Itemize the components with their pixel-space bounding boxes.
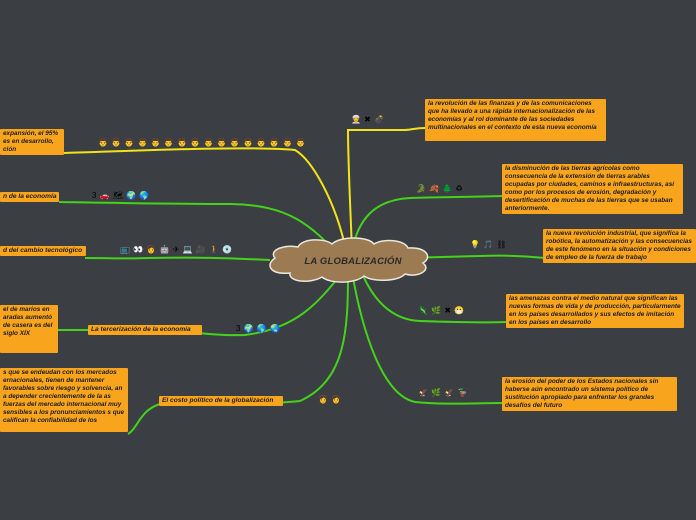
tertiary-icons: 3 🌍 🌎 🌏 (236, 324, 281, 333)
connector-agriculture (351, 195, 503, 251)
node-environment-threats[interactable]: las amenazas contra el medio natural que… (506, 294, 684, 328)
economy-icons: 3 🚗 🗺 🌍 🌎 (92, 191, 150, 200)
political-cost-icons: 👩 👩 (318, 395, 342, 404)
technology-icons: 📺 👀 👩 🤖 ✈ 💻 🎥 🚶 💿 (120, 245, 233, 254)
connector-economy (58, 201, 341, 257)
connector-technology (84, 256, 271, 261)
node-agricultural-land[interactable]: la disminución de las tierras agrícolas … (502, 164, 683, 214)
connector-political-cost (127, 271, 349, 435)
connector-environment (359, 267, 507, 324)
node-economy[interactable]: n de la economía (0, 192, 59, 202)
industry-icons: 💡 🎵 ⛓ (470, 240, 508, 249)
node-technology[interactable]: d del cambio tecnológico (0, 246, 86, 256)
connector-finance (346, 127, 426, 251)
connector-expansion (63, 147, 347, 251)
node-industrial-revolution[interactable]: la nueva revolución industrial, que sign… (543, 229, 696, 263)
node-tertiary-detail[interactable]: el de marios en aradas aumentó de casera… (0, 305, 58, 353)
node-tertiary[interactable]: La tercerización de la economía (88, 325, 202, 335)
node-political-cost[interactable]: El costo político de la globalización (159, 396, 283, 406)
central-cloud[interactable] (269, 237, 429, 283)
connector-state (351, 271, 503, 405)
finance-icons: 👳 ✖ 💣 (351, 115, 385, 124)
expansion-icons: 👨 👨 👨 👨 👨 👨 👨 👨 👨 👨 👨 👨 👨 👨 👨 👨 (98, 138, 307, 147)
node-state-power[interactable]: la erosión del poder de los Estados naci… (502, 377, 677, 411)
agriculture-icons: 🐊 🍂 🌲 ♻ (416, 184, 464, 193)
node-finance-revolution[interactable]: la revolución de las finanzas y de las c… (425, 99, 606, 141)
node-expansion[interactable]: expansión, el 95% es en desarrollo, ción (0, 129, 64, 155)
environment-icons: 🦎 🌿 ✖ 😷 (418, 306, 465, 315)
central-topic[interactable]: LA GLOBALIZACIÓN (304, 256, 402, 267)
node-political-cost-detail[interactable]: s que se endeudan con los mercados ernac… (0, 368, 128, 432)
state-icons: 🦅 🌿 🦅 🦆 (418, 388, 469, 397)
